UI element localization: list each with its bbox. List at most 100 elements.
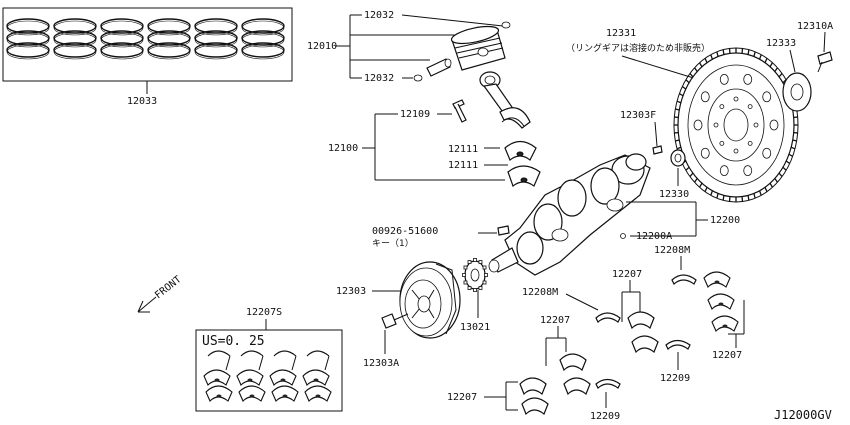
label-00926-51600: 00926-51600 — [372, 226, 438, 237]
set-bearing-shell — [302, 369, 330, 386]
flywheel — [673, 47, 799, 203]
piston-ring-edge — [194, 44, 238, 60]
ring-gear-tooth — [689, 172, 694, 177]
set-bearing-shell — [271, 385, 299, 402]
flywheel-bolt-hole — [747, 140, 753, 146]
flywheel-hole — [700, 91, 710, 103]
ring-gear-tooth — [698, 182, 703, 188]
thrust-washer-bottom — [595, 378, 621, 389]
label-12200A: 12200A — [636, 231, 672, 242]
main-bearings: 12208M 12207 12208M 12207 12209 12207 — [447, 245, 745, 422]
flywheel-bolt-hole — [719, 104, 725, 110]
diagram-id: J12000GV — [774, 408, 832, 422]
set-bearing-shell-hole — [282, 394, 288, 398]
ring-gear-tooth — [689, 73, 694, 78]
ring-gear-tooth — [704, 58, 708, 63]
label-12109: 12109 — [400, 109, 430, 120]
flywheel-group: 12331 （リングギアは溶接のため非販売） 12333 12310A — [566, 21, 833, 203]
ring-gear-tooth — [674, 116, 679, 119]
ring-gear-tooth — [769, 182, 774, 188]
circlip-top — [501, 21, 511, 29]
piston-ring — [147, 42, 191, 58]
main-bearing-c1 — [559, 353, 587, 372]
flywheel-bolt-hole — [747, 104, 753, 110]
piston-ring-edge — [6, 44, 50, 60]
ring-gear-tooth — [774, 178, 779, 183]
label-13021: 13021 — [460, 322, 490, 333]
ring-gear-tooth — [704, 187, 708, 192]
dowel-pin — [652, 145, 663, 155]
set-shell-arc — [273, 350, 297, 357]
sprocket-tooth — [478, 260, 483, 264]
sprocket-tooth — [478, 286, 483, 290]
pilot-bushing — [670, 149, 686, 167]
flywheel-hole — [719, 73, 729, 85]
ring-gear-tooth — [698, 62, 703, 68]
set-shell-side — [225, 355, 231, 371]
thrust-bearing-left — [595, 312, 621, 323]
label-12207-center: 12207 — [540, 315, 570, 326]
woodruff-key — [497, 225, 510, 236]
pilot-bushing-group: 12303F 12330 — [620, 110, 689, 200]
flywheel-bolt-hole — [733, 148, 739, 154]
piston-ring-edge — [241, 32, 285, 48]
set-bearing-shell-hole — [313, 378, 319, 382]
pulley-bolt — [381, 313, 409, 329]
label-12207-right-1: 12207 — [612, 269, 642, 280]
set-bearing-shell — [304, 385, 332, 402]
label-12209-bottom: 12209 — [590, 411, 620, 422]
ring-gear-tooth — [793, 131, 798, 134]
ring-gear-tooth — [722, 195, 725, 201]
set-bearing-shell — [238, 385, 266, 402]
set-bearing-shell-hole — [216, 394, 222, 398]
label-12333: 12333 — [766, 38, 796, 49]
label-12111-a: 12111 — [448, 144, 478, 155]
ring-gear-tooth — [758, 54, 762, 60]
bearing-set-frame — [195, 329, 343, 412]
ring-gear-outline — [673, 47, 799, 203]
thrust-washer-right — [665, 339, 691, 350]
ring-gear-tooth — [747, 49, 750, 55]
set-bearing-shell — [269, 369, 297, 386]
main-bearing-b2 — [521, 397, 549, 416]
piston-ring-edge — [147, 20, 191, 36]
main-bearing-c2 — [563, 377, 591, 396]
sprocket-tooth — [463, 265, 468, 270]
flywheel-hole — [743, 165, 753, 177]
piston-ring-edge — [6, 20, 50, 36]
set-shell-side — [258, 355, 264, 371]
main-bearing-r1b — [631, 335, 659, 354]
flywheel-bolt — [817, 51, 833, 73]
ring-gear-tooth — [685, 166, 690, 171]
piston-ring-edge — [100, 44, 144, 60]
sprocket-tooth — [467, 260, 472, 264]
ring-gear-tooth — [716, 51, 719, 57]
label-12100: 12100 — [328, 143, 358, 154]
label-12207-right-2: 12207 — [712, 350, 742, 361]
crankshaft-group: 12200 12200A — [488, 153, 740, 276]
circlip-bottom — [413, 74, 423, 82]
label-12303: 12303 — [336, 286, 366, 297]
main-bearing-right-a — [703, 271, 731, 288]
set-bearing-shell — [203, 369, 231, 386]
set-bearing-shell-hole — [247, 378, 253, 382]
connecting-rod-assembly: 12100 12109 12111 12111 — [328, 71, 541, 187]
thrust-bearing-right — [671, 274, 697, 285]
ring-gear-tooth — [753, 51, 756, 57]
ring-gear-tooth — [782, 166, 787, 171]
flywheel-bolt-hole — [713, 122, 719, 128]
front-arrow-icon — [137, 296, 157, 313]
label-12303F: 12303F — [620, 110, 656, 121]
ring-gear-tooth — [675, 139, 680, 142]
flywheel-hole — [719, 165, 729, 177]
label-12010: 12010 — [307, 41, 337, 52]
crank-pulley — [399, 261, 461, 339]
ring-gear-tooth — [693, 178, 698, 183]
set-bearing-shell — [205, 385, 233, 402]
piston-ring — [53, 42, 97, 58]
sprocket-tooth — [482, 280, 487, 285]
label-12207S: 12207S — [246, 307, 282, 318]
ring-gear-tooth — [790, 146, 796, 150]
ring-gear-tooth — [792, 139, 797, 142]
